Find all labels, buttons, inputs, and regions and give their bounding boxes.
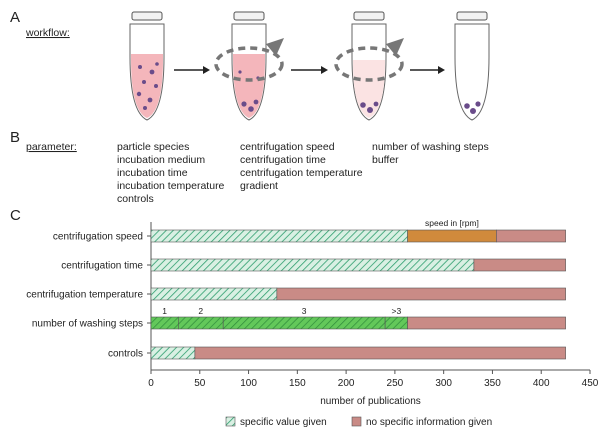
workflow-title: workflow: xyxy=(25,27,70,39)
category-label: number of washing steps xyxy=(32,319,143,330)
arrow-icon xyxy=(410,66,445,74)
x-tick-label: 250 xyxy=(387,378,404,389)
category-label: controls xyxy=(108,349,143,360)
parameter-item: incubation temperature xyxy=(117,180,225,192)
x-tick-label: 0 xyxy=(148,378,154,389)
tube-1-icon xyxy=(129,11,165,121)
parameter-column-3: number of washing steps buffer xyxy=(372,141,489,166)
category-label: centrifugation speed xyxy=(53,232,143,243)
tube-3-icon xyxy=(351,11,387,121)
annotation-label: speed in [rpm] xyxy=(425,218,479,228)
bar-segment xyxy=(150,229,408,243)
bar-segment xyxy=(384,316,408,330)
legend-label: no specific information given xyxy=(366,417,492,428)
parameter-title: parameter: xyxy=(26,141,77,153)
parameter-item: centrifugation speed xyxy=(240,141,335,153)
bar-segment xyxy=(222,316,386,330)
parameter-item: incubation medium xyxy=(117,154,205,166)
parameter-item: buffer xyxy=(372,154,399,166)
parameter-item: particle species xyxy=(117,141,189,153)
segment-label: 1 xyxy=(162,306,167,316)
x-tick-label: 150 xyxy=(289,378,306,389)
x-tick-label: 350 xyxy=(484,378,501,389)
x-axis-title: number of publications xyxy=(320,396,421,407)
parameter-item: number of washing steps xyxy=(372,141,489,153)
bar-segment xyxy=(407,316,566,330)
panel-b-letter: B xyxy=(10,129,20,146)
bar-segment xyxy=(150,258,475,272)
parameter-column-1: particle species incubation medium incub… xyxy=(117,141,225,205)
x-tick-label: 450 xyxy=(582,378,599,389)
legend-swatch xyxy=(225,416,236,427)
bar-segment xyxy=(276,287,566,301)
rotation-icon xyxy=(214,38,284,82)
segment-label: 2 xyxy=(198,306,203,316)
legend-label: specific value given xyxy=(240,417,327,428)
parameter-item: controls xyxy=(117,193,154,205)
parameter-item: centrifugation temperature xyxy=(240,167,363,179)
x-tick-label: 100 xyxy=(240,378,257,389)
parameter-item: centrifugation time xyxy=(240,154,326,166)
panel-a-letter: A xyxy=(10,9,20,26)
bar-segment xyxy=(407,229,497,243)
legend-swatch xyxy=(351,416,362,427)
bar-segment xyxy=(496,229,566,243)
arrow-icon xyxy=(291,66,328,74)
parameter-column-2: centrifugation speed centrifugation time… xyxy=(240,141,363,192)
bar-segment xyxy=(150,287,278,301)
bar-segment xyxy=(473,258,566,272)
x-tick-label: 200 xyxy=(338,378,355,389)
bar-segment xyxy=(150,346,196,360)
parameter-item: incubation time xyxy=(117,167,188,179)
tube-2-icon xyxy=(231,11,267,121)
bar-segment xyxy=(194,346,566,360)
bar-segment xyxy=(150,316,179,330)
panel-c-letter: C xyxy=(10,207,21,224)
tube-4-icon xyxy=(454,11,490,121)
category-label: centrifugation time xyxy=(61,261,143,272)
rotation-icon xyxy=(334,38,404,82)
arrow-icon xyxy=(174,66,210,74)
x-tick-label: 300 xyxy=(435,378,452,389)
x-tick-label: 50 xyxy=(194,378,206,389)
segment-label: >3 xyxy=(392,306,402,316)
bar-chart: 0 50 100 150 200 250 300 350 400 450 number of pub… xyxy=(26,218,599,428)
category-label: centrifugation temperature xyxy=(26,290,143,301)
x-tick-label: 400 xyxy=(533,378,550,389)
bar-segment xyxy=(178,316,224,330)
parameter-item: gradient xyxy=(240,180,278,192)
segment-label: 3 xyxy=(302,306,307,316)
